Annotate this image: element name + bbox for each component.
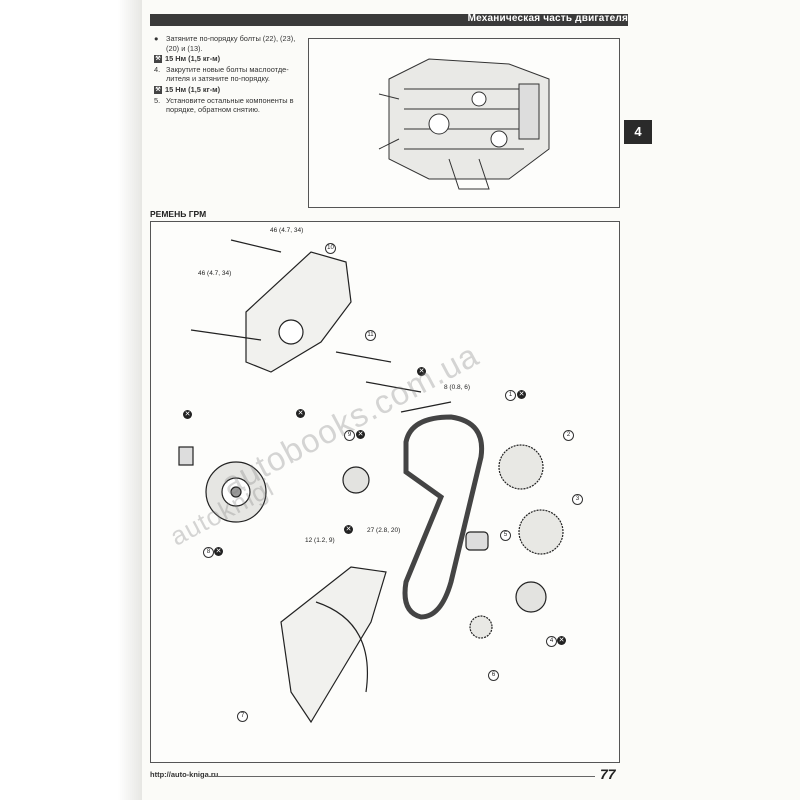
part-number: 9 [344,430,355,441]
torque-value: 15 Нм (1,5 кг-м) [165,54,221,64]
torque-callout: 8 (0.8, 6) [444,384,471,391]
torque-callout: 46 (4.7, 34) [198,270,232,277]
part-number: 3 [572,494,583,505]
replace-part-icon: ✕ [356,430,365,439]
part-number: 5 [500,530,511,541]
header-bar [150,14,628,26]
part-number: 10 [325,243,336,254]
part-number: 6 [488,670,499,681]
step-marker: ● [154,34,159,43]
replace-part-icon: ✕ [417,367,426,376]
part-number: 4 [546,636,557,647]
timing-belt-diagram-box [150,221,620,763]
section-header-title: Механическая часть двигателя [467,13,628,24]
engine-illustration-box [308,38,620,208]
instruction-step: ● Затяните по-порядку болты (22), (23), … [154,34,306,53]
part-number: 1 [505,390,516,401]
part-number: 2 [563,430,574,441]
torque-spec: ⚒ 15 Нм (1,5 кг-м) [154,85,306,95]
replace-part-icon: ✕ [296,409,305,418]
section-title: РЕМЕНЬ ГРМ [150,209,207,219]
step-marker: 5. [154,95,161,105]
replace-part-icon: ✕ [344,525,353,534]
instruction-step: 5. Установите остальные компоненты в пор… [154,96,306,115]
torque-callout: 12 (1.2, 9) [305,537,335,544]
step-text: Закрутите новые болты маслоотде-лителя и… [166,64,289,84]
footer-rule [210,776,595,777]
torque-wrench-icon: ⚒ [154,54,162,63]
chapter-tab: 4 [624,120,652,144]
torque-callout: 27 (2.8, 20) [367,527,401,534]
engine-head-illustration [378,58,550,190]
step-text: Установите остальные компоненты в порядк… [166,95,294,115]
part-number: 8 [203,547,214,558]
replace-part-icon: ✕ [183,410,192,419]
instruction-step: 4. Закрутите новые болты маслоотде-лител… [154,65,306,84]
step-marker: 4. [154,64,161,74]
footer-url: http://auto-kniga.ru [150,770,219,779]
replace-part-icon: ✕ [557,636,566,645]
replace-part-icon: ✕ [517,390,526,399]
replace-part-icon: ✕ [214,547,223,556]
part-number: 7 [237,711,248,722]
timing-belt-exploded-view [178,239,564,724]
instruction-list: ● Затяните по-порядку болты (22), (23), … [154,34,306,115]
torque-value: 15 Нм (1,5 кг-м) [165,84,221,94]
step-text: Затяните по-порядку болты (22), (23), (2… [166,34,296,53]
torque-spec: ⚒ 15 Нм (1,5 кг-м) [154,54,306,64]
part-number: 11 [365,330,376,341]
torque-wrench-icon: ⚒ [154,85,162,94]
page-number: 77 [600,766,616,782]
torque-callout: 46 (4.7, 34) [270,227,304,234]
